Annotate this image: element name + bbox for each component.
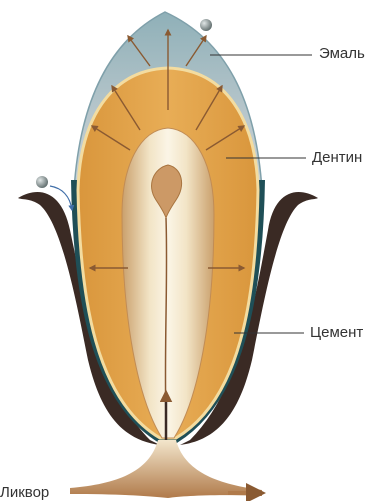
liquor-flow <box>70 440 262 498</box>
label-liquor: Ликвор <box>0 484 49 501</box>
label-cement: Цемент <box>310 324 363 341</box>
label-enamel: Эмаль <box>319 45 365 62</box>
bead-icon <box>36 176 48 188</box>
label-dentin: Дентин <box>312 149 362 166</box>
bead-icon <box>200 19 212 31</box>
